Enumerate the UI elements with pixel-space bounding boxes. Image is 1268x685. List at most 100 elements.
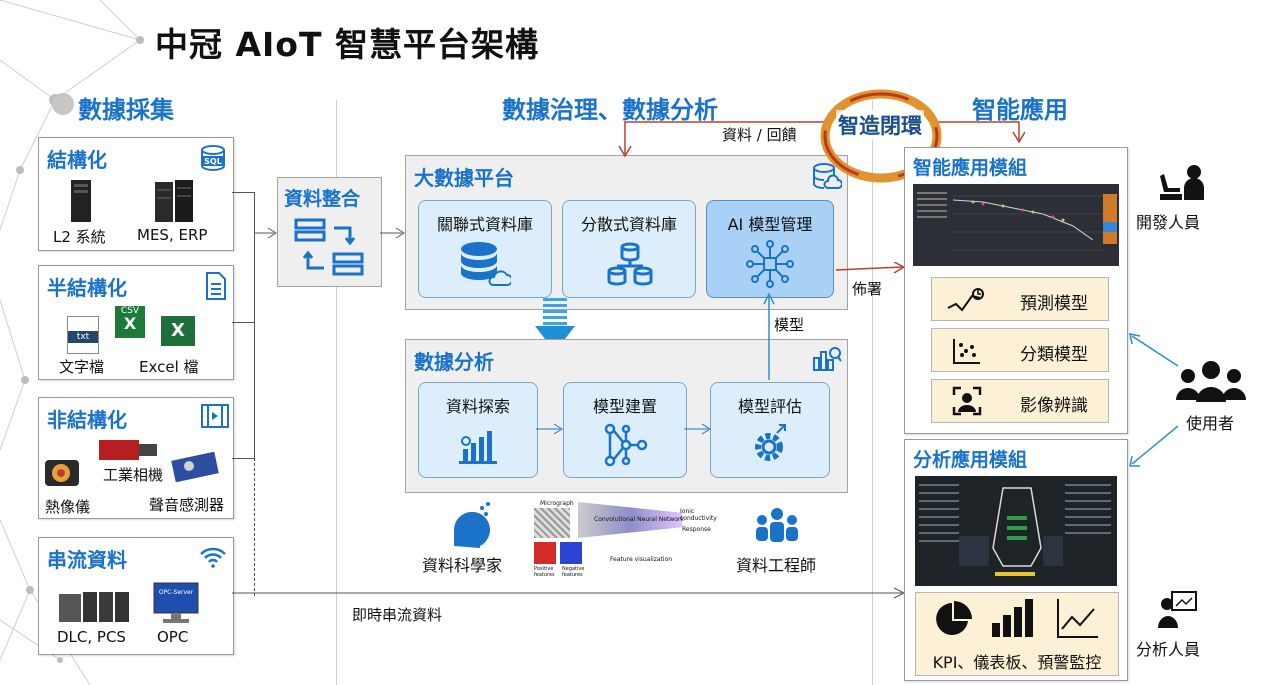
analyst-presentation-icon <box>1158 591 1197 628</box>
ai-network-icon <box>746 240 794 288</box>
svg-text:OPC-Server: OPC-Server <box>159 589 194 596</box>
video-icon <box>201 404 229 428</box>
section-govern: 數據治理、數據分析 <box>502 96 718 124</box>
arrow-to-bigdata <box>380 227 405 239</box>
distributed-database-icon <box>607 242 653 286</box>
page-title: 中冠 AIoT 智慧平台架構 <box>155 25 539 64</box>
user-label: 使用者 <box>1186 414 1235 433</box>
model-up-arrow <box>763 292 775 380</box>
bullet-dot <box>52 93 74 115</box>
developer-label: 開發人員 <box>1136 213 1201 232</box>
app-item-label: 預測模型 <box>1020 294 1088 314</box>
micrograph-image <box>534 508 570 538</box>
panel-title: 結構化 <box>47 148 107 172</box>
engineer-team-icon <box>756 508 798 542</box>
panel-stream: 串流資料 OPC-Server DLC, PCS OPC <box>38 537 234 655</box>
user-group-icon <box>1176 361 1246 402</box>
section-apply: 智能應用 <box>972 96 1068 124</box>
feedback-arrows <box>618 121 1025 158</box>
integration-title: 資料整合 <box>284 188 361 210</box>
flow-arrow <box>536 423 563 435</box>
server-rack-icon <box>155 180 193 222</box>
dashboard-chart <box>917 192 1117 251</box>
panel-title: 半結構化 <box>47 276 127 300</box>
pie-chart-icon <box>936 601 972 635</box>
face-recognition-icon <box>952 386 982 416</box>
connector <box>232 458 254 459</box>
app-item-prediction: 預測模型 <box>931 277 1109 321</box>
excel-icon: X <box>161 316 195 346</box>
analysis-footer-label: KPI、儀表板、預警監控 <box>932 653 1102 672</box>
item-label: MES, ERP <box>137 226 208 244</box>
line-chart-icon <box>1057 599 1098 638</box>
stream-arrow <box>232 587 906 599</box>
item-label: 工業相機 <box>103 466 164 484</box>
panel-unstructured: 非結構化 工業相機 熱像儀 聲音感測器 <box>38 397 234 519</box>
connector <box>254 458 255 596</box>
panel-title: 串流資料 <box>47 548 127 572</box>
neural-network-icon <box>604 423 648 467</box>
app-item-label: 影像辨識 <box>1020 396 1088 416</box>
analyst-label: 分析人員 <box>1136 640 1201 659</box>
analysis-module-title: 分析應用模組 <box>913 449 1028 471</box>
user-arrow-down <box>1129 425 1179 467</box>
connector <box>232 192 254 193</box>
scientist-head-icon <box>453 502 490 548</box>
panel-structured: 結構化 SQL L2 系統 MES, ERP <box>38 137 234 251</box>
flow-arrow <box>684 423 711 435</box>
panel-title: 非結構化 <box>47 408 127 432</box>
industrial-camera-icon <box>99 440 157 460</box>
connector <box>254 192 255 458</box>
opc-server-icon: OPC-Server <box>153 582 199 623</box>
app-item-classification: 分類模型 <box>931 328 1109 372</box>
item-label: DLC, PCS <box>57 628 126 646</box>
card-data-exploration: 資料探索 <box>418 382 538 478</box>
item-label: L2 系統 <box>53 228 106 246</box>
smart-app-module: 智能應用模組 預測模型 分類模型 影像辨識 <box>904 147 1128 434</box>
scatter-plot-icon <box>953 339 980 364</box>
card-ai-model-management: AI 模型管理 <box>706 200 834 298</box>
analysis-footer-box: KPI、儀表板、預警監控 <box>915 592 1119 676</box>
database-cloud-icon <box>461 242 511 286</box>
item-label: Excel 檔 <box>139 358 199 376</box>
gear-icon <box>755 424 786 461</box>
arrow-to-integration <box>254 227 277 239</box>
negative-feature-map <box>560 542 582 564</box>
card-relational-db: 關聯式資料庫 <box>418 200 552 298</box>
column-divider <box>336 100 337 685</box>
integration-box: 資料整合 <box>277 177 382 287</box>
column-divider <box>872 100 873 685</box>
app-item-label: 分類模型 <box>1020 345 1088 365</box>
scientist-label: 資料科學家 <box>422 556 503 575</box>
section-collect: 數據採集 <box>78 96 174 124</box>
wifi-icon <box>200 547 226 568</box>
nn-feature-figure: Micrograph Convolutional Neural Network … <box>534 500 717 578</box>
analysis-title: 數據分析 <box>414 350 494 374</box>
item-label: 文字檔 <box>59 358 105 376</box>
stream-label: 即時串流資料 <box>352 606 443 624</box>
txt-file-icon: txt <box>67 316 99 354</box>
bigdata-title: 大數據平台 <box>414 166 514 190</box>
svg-text:SQL: SQL <box>204 157 222 166</box>
developer-icon <box>1160 165 1204 200</box>
engineer-label: 資料工程師 <box>736 556 817 575</box>
data-analysis-box: 數據分析 資料探索 模型建置 模型評估 <box>405 339 848 493</box>
blast-furnace-view <box>919 484 1111 576</box>
database-cloud-icon <box>813 163 842 189</box>
connector <box>232 322 254 323</box>
document-icon <box>206 272 226 300</box>
positive-feature-map <box>534 542 556 564</box>
plc-controller-icon <box>59 592 129 622</box>
analysis-app-module: 分析應用模組 KPI、儀表板、預警監控 <box>904 439 1128 681</box>
closed-loop-ring <box>820 89 942 183</box>
analysis-dashboard-screenshot <box>915 476 1117 586</box>
bigdata-platform: 大數據平台 關聯式資料庫 分散式資料庫 AI 模型管理 <box>405 155 848 310</box>
bar-chart-icon <box>459 431 497 464</box>
smart-module-title: 智能應用模組 <box>913 157 1028 179</box>
model-label: 模型 <box>774 316 805 334</box>
app-item-image-recognition: 影像辨識 <box>931 379 1109 423</box>
server-tower-icon <box>71 180 91 222</box>
loop-label: 智造閉環 <box>836 110 924 140</box>
